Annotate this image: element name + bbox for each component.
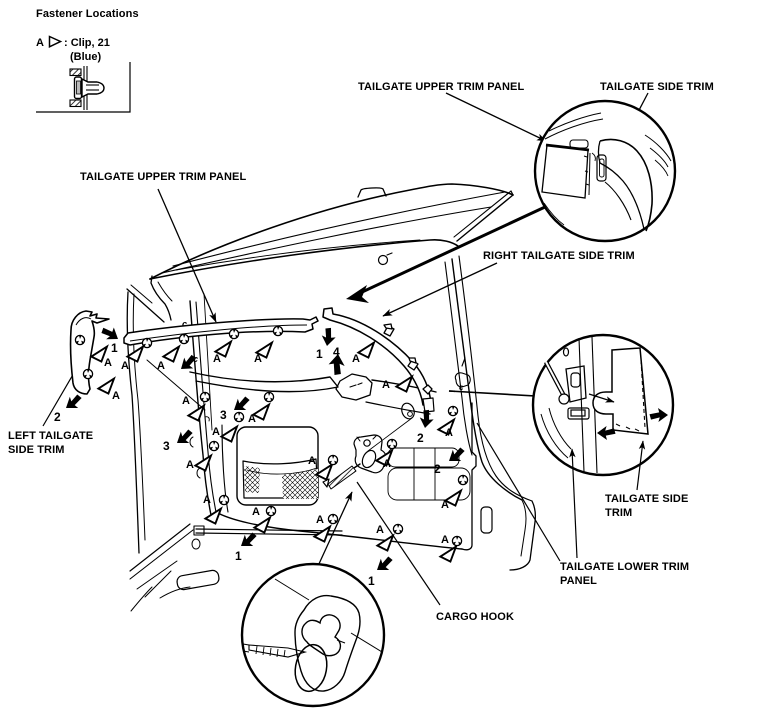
svg-text:RIGHT TAILGATE SIDE TRIM: RIGHT TAILGATE SIDE TRIM [483,250,635,262]
svg-text:TAILGATE SIDE TRIM: TAILGATE SIDE TRIM [600,81,714,93]
svg-text:TAILGATE SIDE: TAILGATE SIDE [605,493,688,505]
svg-text:TAILGATE UPPER TRIM PANEL: TAILGATE UPPER TRIM PANEL [80,171,246,183]
svg-text:1: 1 [235,549,242,563]
svg-text:A: A [383,458,391,470]
svg-text:A: A [254,353,262,365]
svg-text:LEFT TAILGATE: LEFT TAILGATE [8,430,93,442]
svg-text:A: A [445,427,453,439]
svg-text:c: c [182,319,187,329]
svg-text:CARGO HOOK: CARGO HOOK [436,611,514,623]
svg-text:2: 2 [434,462,441,476]
svg-text:A: A [376,524,384,536]
svg-text:A: A [104,357,112,369]
svg-text:A: A [308,455,316,467]
svg-text:A: A [441,499,449,511]
svg-text:c: c [459,383,464,392]
svg-text:1: 1 [111,341,118,355]
svg-text:A: A [182,395,190,407]
svg-text:TAILGATE LOWER TRIM: TAILGATE LOWER TRIM [560,561,689,573]
svg-text:c: c [193,354,198,364]
svg-text:A: A [157,360,165,372]
svg-text:2: 2 [54,410,61,424]
svg-text:(Blue): (Blue) [70,51,102,63]
svg-text:3: 3 [163,439,170,453]
svg-text:A: A [121,360,129,372]
svg-text:A: A [36,37,44,49]
svg-text:A: A [213,353,221,365]
svg-text:A: A [203,494,211,506]
svg-text:4: 4 [333,345,340,359]
svg-text:A: A [252,506,260,518]
svg-text:A: A [186,459,194,471]
svg-text:A: A [316,514,324,526]
svg-text:3: 3 [220,408,227,422]
svg-text:PANEL: PANEL [560,575,597,587]
svg-text:2: 2 [417,431,424,445]
svg-text:A: A [382,379,390,391]
svg-text:A: A [212,426,220,438]
svg-text:SIDE TRIM: SIDE TRIM [8,444,65,456]
svg-text:: Clip, 21: : Clip, 21 [64,37,110,49]
svg-text:A: A [112,390,120,402]
svg-text:A: A [352,353,360,365]
svg-text:1: 1 [368,574,375,588]
svg-text:Fastener Locations: Fastener Locations [36,8,139,20]
svg-text:TRIM: TRIM [605,507,632,519]
svg-text:A: A [248,413,256,425]
svg-text:TAILGATE UPPER TRIM PANEL: TAILGATE UPPER TRIM PANEL [358,81,524,93]
svg-text:1: 1 [316,347,323,361]
svg-text:A: A [441,534,449,546]
